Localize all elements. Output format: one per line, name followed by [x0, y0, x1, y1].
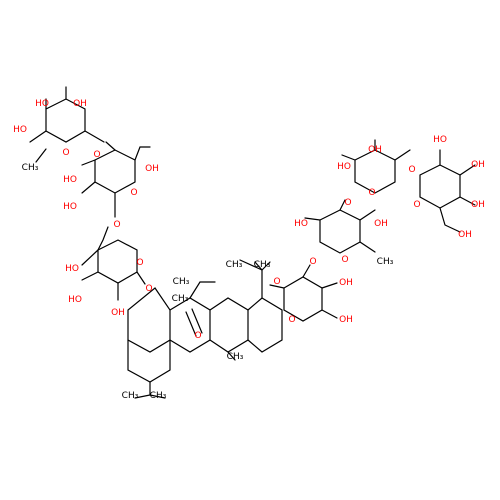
label-ho-3: HO	[13, 125, 27, 135]
rhamnose-ring-1	[29, 86, 105, 163]
label-ho-glc1-3: HO	[63, 175, 77, 185]
label-o-ara-rha2: O	[309, 257, 316, 267]
label-methyl-f: CH₃	[122, 391, 139, 401]
label-o-xyl-glc3: O	[408, 165, 415, 175]
label-methyl-d: CH₃	[254, 260, 271, 270]
label-oh-xyl-3: OH	[368, 145, 382, 155]
label-methyl-rha2: CH₃	[377, 257, 394, 267]
label-ho-1: HO	[35, 99, 49, 109]
glucose-ring-1	[81, 141, 151, 218]
label-oh-glc3-4: OH	[471, 200, 485, 210]
rhamnose-ring-2	[304, 199, 376, 254]
label-o-ring-ara: O	[288, 315, 295, 325]
label-oh-2: OH	[73, 99, 87, 109]
label-o-ring-glc2: O	[136, 258, 143, 268]
label-methyl-rha1: CH₃	[22, 163, 39, 173]
label-oh-glc3-3: OH	[471, 160, 485, 170]
label-ho-glc2-3: HO	[68, 295, 82, 305]
aglycone-skeleton	[127, 259, 283, 399]
label-o-ring-glc1: O	[130, 188, 137, 198]
glucose-ring-2	[81, 226, 146, 301]
atom-labels: HO OH HO CH₃ O O HO HO OH O O HO HO OH O…	[13, 99, 485, 401]
label-oh-glc3-6: OH	[458, 230, 472, 240]
label-ho-rha2: HO	[294, 219, 308, 229]
arabinose-ring	[269, 264, 338, 322]
label-o-carbonyl: O	[194, 331, 201, 341]
xylose-ring	[341, 139, 411, 194]
label-o-ring-glc3: O	[413, 200, 420, 210]
label-o-ring-rha1: O	[62, 148, 69, 158]
label-methyl-e: CH₃	[227, 352, 244, 362]
label-ho-glc3-2: HO	[433, 135, 447, 145]
label-o-glc1-glc2: O	[113, 220, 120, 230]
label-o-ester: O	[145, 284, 152, 294]
label-o-ring-xyl: O	[368, 188, 375, 198]
label-ho-xyl-2: HO	[337, 162, 351, 172]
label-oh-ara-4: OH	[339, 315, 353, 325]
label-oh-rha2-4: OH	[374, 219, 388, 229]
label-oh-glc2-2: OH	[111, 308, 125, 318]
label-oh-ara-3: OH	[339, 278, 353, 288]
label-methyl-g: CH₃	[150, 391, 167, 401]
label-methyl-b: CH₃	[172, 294, 189, 304]
label-ho-glc1-2: HO	[63, 202, 77, 212]
glucose-ring-3	[419, 149, 476, 233]
label-o-c3: O	[273, 277, 280, 287]
label-methyl-a: CH₃	[173, 277, 190, 287]
label-methyl-c: CH₃	[226, 260, 243, 270]
label-o-rha2-xyl: O	[344, 198, 351, 208]
label-oh-glc1-6: OH	[145, 164, 159, 174]
label-o-ring-rha2: O	[341, 255, 348, 265]
label-o-rha1-glc1: O	[93, 150, 100, 160]
label-ho-glc2-4: HO	[65, 264, 79, 274]
